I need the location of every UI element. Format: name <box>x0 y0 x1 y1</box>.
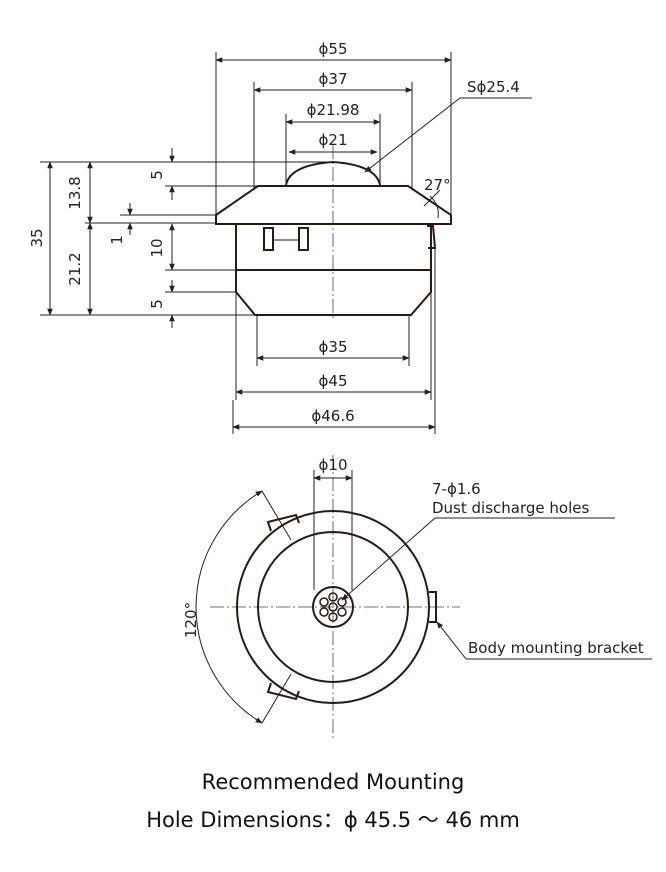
dim-d37: ϕ37 <box>319 70 348 88</box>
ball-dome <box>285 160 381 186</box>
angle-120-arc <box>195 490 263 724</box>
dim-h10: 10 <box>148 238 166 257</box>
bracket-right <box>429 591 437 623</box>
bracket-bottom <box>266 682 300 701</box>
body-tab-right <box>298 227 309 251</box>
dim-h1: 1 <box>108 235 126 245</box>
dim-angle-120: 120° <box>182 602 200 638</box>
caption-line-1: Recommended Mounting <box>202 770 465 794</box>
housing-body <box>235 224 432 316</box>
bracket-label: Body mounting bracket <box>468 639 644 657</box>
caption-line-2: Hole Dimensions：ϕ 45.5 〜 46 mm <box>146 808 520 832</box>
dim-d10: ϕ10 <box>319 456 348 474</box>
top-view: ϕ10 7-ϕ1.6 Dust discharge holes 120° Bod… <box>182 455 652 740</box>
body-tab-left <box>263 227 274 251</box>
ball-circle <box>312 586 354 628</box>
dim-d21: ϕ21 <box>319 131 348 149</box>
dim-d45: ϕ45 <box>319 372 348 390</box>
dim-d35: ϕ35 <box>319 338 348 356</box>
dim-h35: 35 <box>28 228 46 247</box>
side-view: ϕ55 ϕ37 ϕ21.98 ϕ21 Sϕ25.4 27° 35 13 <box>28 40 532 434</box>
dim-angle-27: 27° <box>424 176 451 194</box>
side-bracket <box>427 225 437 249</box>
dim-d55: ϕ55 <box>319 40 348 58</box>
dust-discharge-holes <box>319 592 347 622</box>
dim-h5-bot: 5 <box>148 299 166 309</box>
dim-h21-2: 21.2 <box>66 252 84 285</box>
dim-h5-top: 5 <box>148 170 166 180</box>
outer-flange-circle <box>236 510 430 704</box>
dim-d21-98: ϕ21.98 <box>307 101 360 119</box>
dim-d46-6: ϕ46.6 <box>311 407 354 425</box>
holes-count-label: 7-ϕ1.6 <box>432 480 481 498</box>
holes-desc-label: Dust discharge holes <box>432 499 589 517</box>
bracket-top <box>266 513 300 532</box>
dim-h13-8: 13.8 <box>66 176 84 209</box>
flange <box>215 185 452 225</box>
dim-sphere: Sϕ25.4 <box>467 78 520 96</box>
